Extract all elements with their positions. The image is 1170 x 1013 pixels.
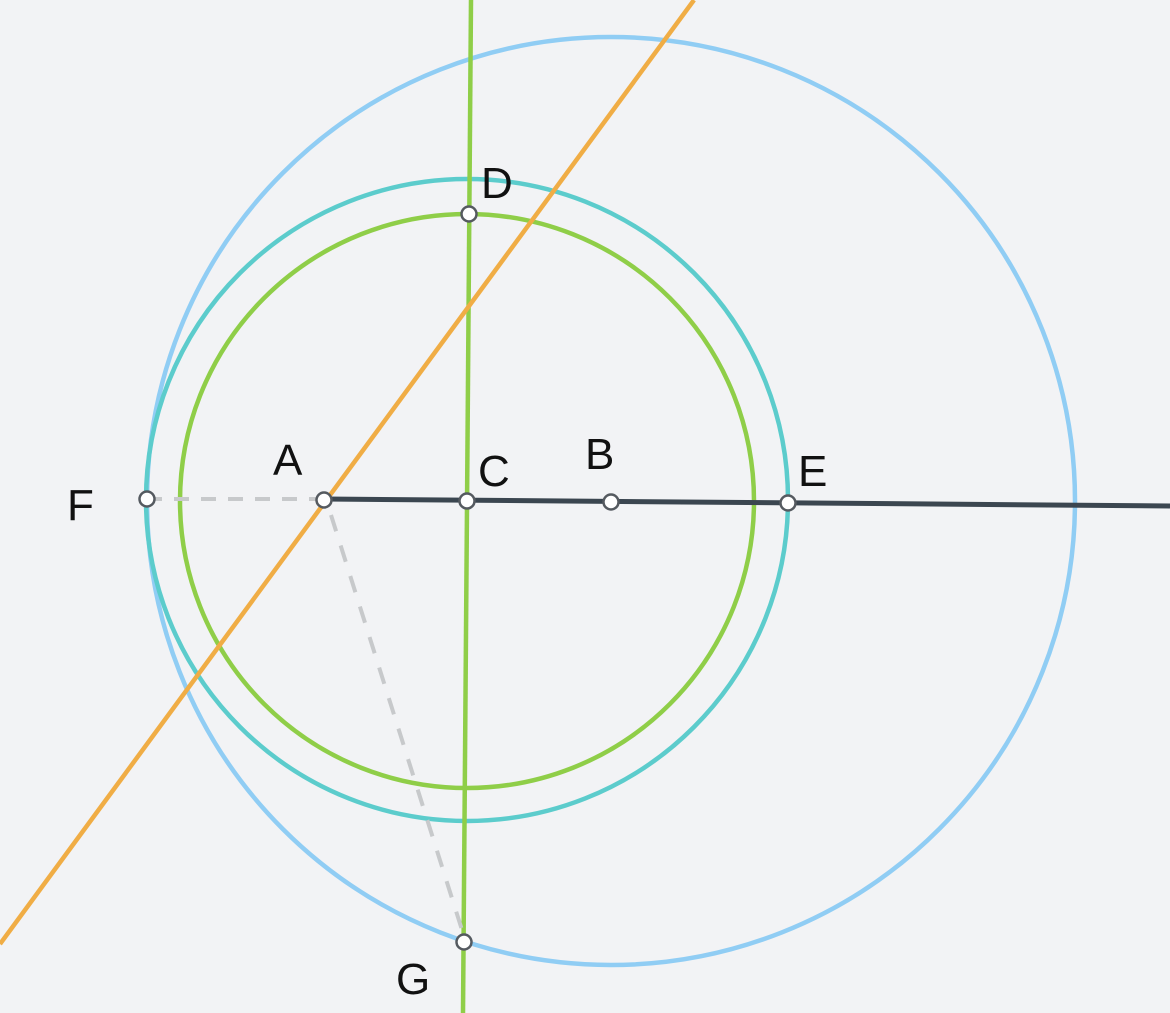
point-c[interactable]	[458, 492, 476, 510]
point-label-f: F	[67, 481, 94, 530]
point-label-e: E	[798, 447, 827, 496]
ray-a[interactable]	[323, 496, 1170, 509]
point-g[interactable]	[455, 933, 473, 951]
point-a[interactable]	[315, 491, 333, 509]
point-f[interactable]	[138, 490, 156, 508]
point-label-a: A	[273, 436, 303, 485]
point-e[interactable]	[779, 494, 797, 512]
point-label-d: D	[481, 159, 513, 208]
dashed-segment-ag[interactable]	[329, 514, 464, 931]
point-d[interactable]	[460, 205, 478, 223]
point-label-b: B	[585, 430, 614, 479]
point-label-c: C	[478, 447, 510, 496]
diagonal-line[interactable]	[0, 0, 696, 946]
point-label-g: G	[396, 955, 430, 1004]
point-b[interactable]	[602, 493, 620, 511]
